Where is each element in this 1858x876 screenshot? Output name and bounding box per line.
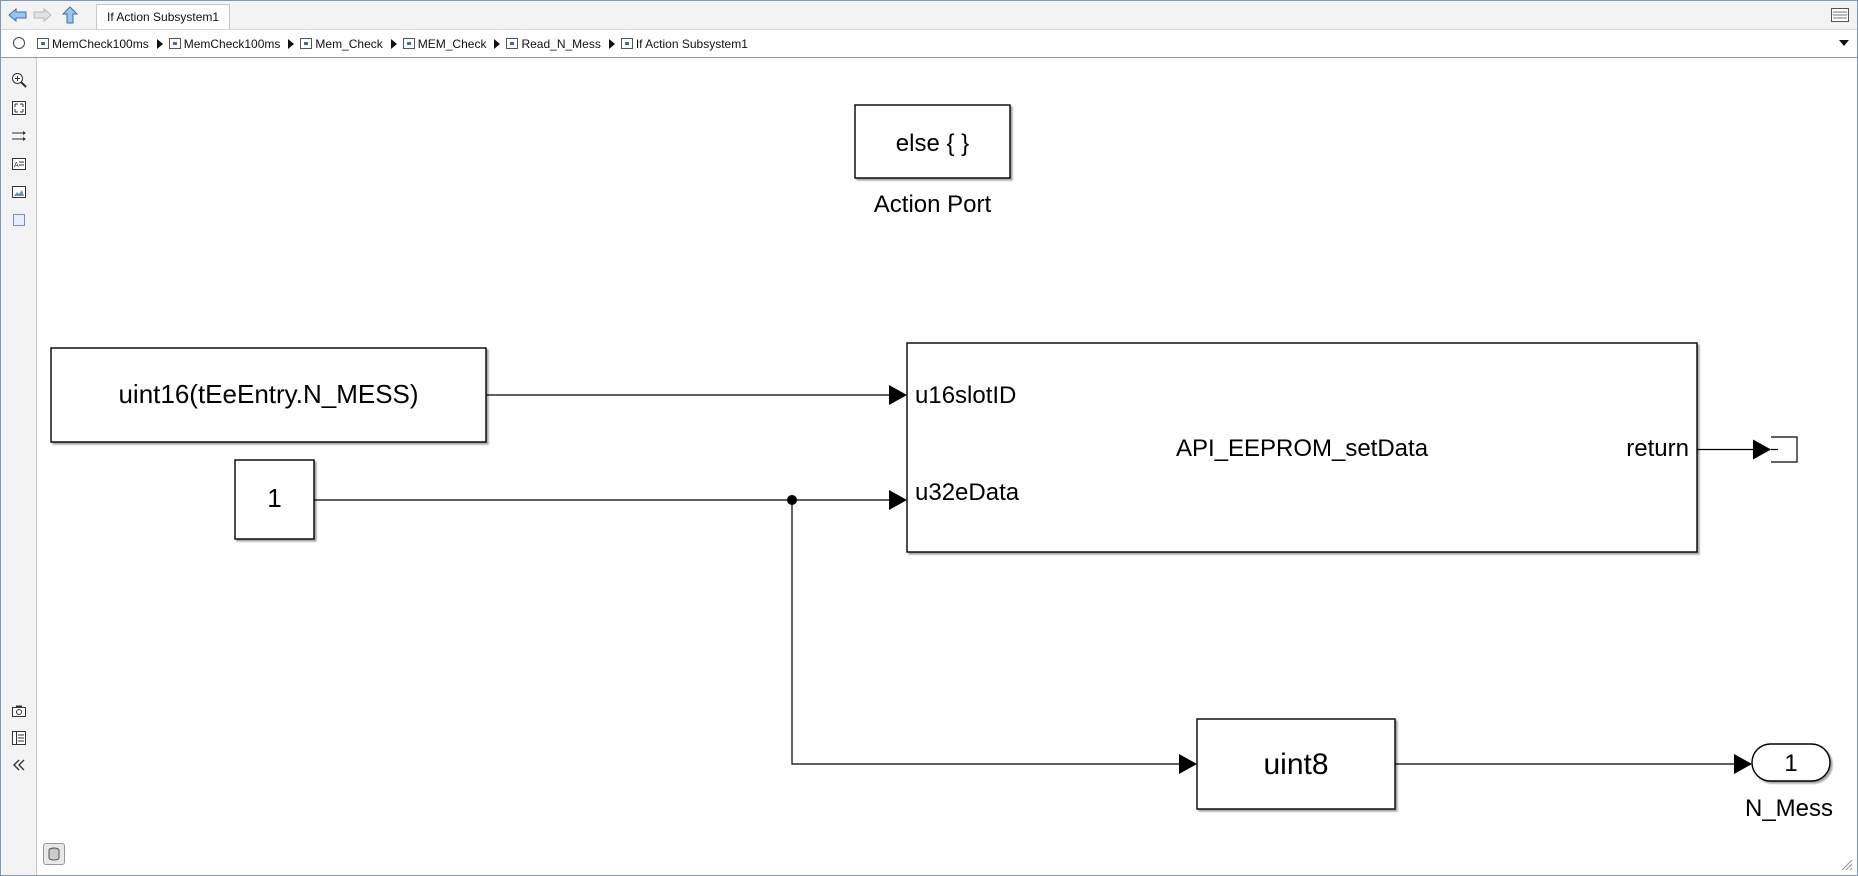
up-arrow-icon[interactable]: [59, 5, 81, 25]
arrowhead: [1753, 439, 1771, 460]
breadcrumb-item[interactable]: If Action Subsystem1: [620, 36, 748, 51]
arrowhead: [889, 385, 907, 405]
breadcrumb-path: MemCheck100ms MemCheck100ms Mem_Check ME…: [37, 30, 752, 57]
terminator-block[interactable]: [1771, 436, 1798, 463]
fit-view-icon[interactable]: [10, 99, 27, 116]
action-port-box[interactable]: [854, 104, 1011, 179]
zoom-icon[interactable]: [10, 71, 27, 88]
in-port-u16slotid: u16slotID: [915, 382, 1016, 409]
breadcrumb-item[interactable]: Mem_Check: [300, 36, 383, 51]
chevron-right-icon[interactable]: [288, 38, 295, 49]
breadcrumb-item[interactable]: MemCheck100ms: [168, 36, 281, 51]
svg-text:A: A: [14, 162, 19, 169]
breadcrumb-label: Read_N_Mess: [521, 36, 601, 51]
forward-arrow-icon[interactable]: [31, 5, 53, 25]
constant-one-label: 1: [267, 483, 281, 513]
convert-box[interactable]: [1196, 718, 1396, 810]
chevron-right-icon[interactable]: [390, 38, 397, 49]
left-toolstrip: A: [1, 58, 37, 875]
hide-explorer-icon[interactable]: [13, 37, 25, 49]
chevron-right-icon[interactable]: [608, 38, 615, 49]
out-port-return: return: [1626, 435, 1689, 462]
signal-line-branch[interactable]: [791, 500, 1179, 765]
annotation-icon[interactable]: A: [10, 155, 27, 172]
chevron-down-icon[interactable]: [1839, 40, 1849, 46]
chevron-right-icon[interactable]: [494, 38, 501, 49]
chevron-right-icon[interactable]: [156, 38, 163, 49]
back-arrow-icon[interactable]: [7, 5, 29, 25]
breadcrumb-label: MemCheck100ms: [183, 36, 281, 51]
subsystem-icon: [506, 38, 519, 49]
terminator-shape[interactable]: [1771, 436, 1798, 463]
breadcrumb-label: Mem_Check: [315, 36, 383, 51]
convert-block[interactable]: uint8: [1196, 718, 1396, 810]
route-lines-icon[interactable]: [10, 127, 27, 144]
tab-if-action-subsystem1[interactable]: If Action Subsystem1: [96, 4, 231, 29]
branch-point: [787, 495, 797, 505]
function-block-box[interactable]: [906, 342, 1698, 553]
constant-expr-box[interactable]: [50, 347, 487, 443]
area-icon[interactable]: [10, 211, 27, 228]
top-toolbar: If Action Subsystem1: [1, 1, 1857, 30]
model-browser-icon[interactable]: [10, 729, 27, 746]
subsystem-icon: [37, 38, 49, 49]
subsystem-icon: [402, 38, 415, 49]
breadcrumb-label: MemCheck100ms: [52, 36, 149, 51]
constant-expr-label: uint16(tEeEntry.N_MESS): [118, 379, 418, 409]
subsystem-icon: [620, 38, 633, 49]
constant-expr-block[interactable]: uint16(tEeEntry.N_MESS): [50, 347, 487, 443]
tab-label: If Action Subsystem1: [107, 10, 220, 24]
diagram-svg: else { } Action Port uint16(tEeEntry.N_M…: [50, 104, 1833, 822]
collapse-icon[interactable]: [10, 756, 27, 773]
action-port-label: else { }: [896, 130, 969, 157]
image-icon[interactable]: [10, 183, 27, 200]
arrowhead: [1179, 754, 1197, 774]
action-port-name: Action Port: [874, 191, 992, 218]
in-port-u32edata: u32eData: [915, 479, 1020, 506]
breadcrumb: MemCheck100ms MemCheck100ms Mem_Check ME…: [1, 30, 1857, 58]
model-data-icon[interactable]: [43, 843, 65, 865]
function-block[interactable]: API_EEPROM_setData u16slotID u32eData re…: [906, 342, 1698, 553]
function-block-name: API_EEPROM_setData: [1176, 435, 1429, 462]
subsystem-icon: [300, 38, 313, 49]
diagram-canvas[interactable]: else { } Action Port uint16(tEeEntry.N_M…: [37, 58, 1857, 875]
outport-box[interactable]: [1751, 743, 1831, 782]
breadcrumb-item[interactable]: MemCheck100ms: [37, 37, 149, 51]
constant-one-block[interactable]: 1: [234, 459, 315, 540]
action-port-block[interactable]: else { } Action Port: [854, 104, 1011, 218]
signal-lines[interactable]: [314, 394, 1753, 765]
resize-grip-icon[interactable]: [1839, 857, 1853, 871]
breadcrumb-label: MEM_Check: [417, 36, 487, 51]
arrowhead: [889, 490, 907, 510]
convert-label: uint8: [1263, 748, 1328, 781]
outport-number: 1: [1784, 750, 1797, 777]
outport-block[interactable]: 1 N_Mess: [1745, 743, 1833, 822]
outport-name: N_Mess: [1745, 795, 1833, 822]
keyboard-grid-icon[interactable]: [1831, 8, 1849, 22]
breadcrumb-item[interactable]: Read_N_Mess: [506, 36, 601, 51]
arrowhead: [1734, 754, 1752, 774]
arrowheads: [889, 385, 1771, 774]
screenshot-icon[interactable]: [10, 702, 27, 719]
subsystem-icon: [168, 38, 181, 49]
breadcrumb-label: If Action Subsystem1: [635, 36, 748, 51]
breadcrumb-item[interactable]: MEM_Check: [402, 36, 487, 51]
